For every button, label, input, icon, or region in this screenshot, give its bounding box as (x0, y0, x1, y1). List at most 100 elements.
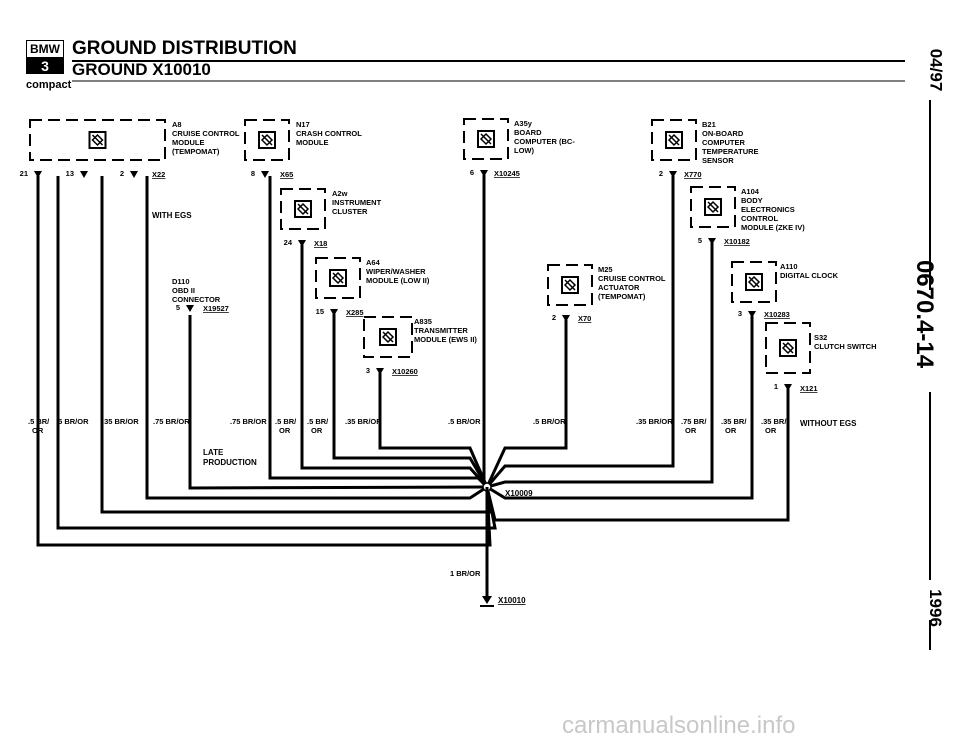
wire-label-line: OR (725, 426, 737, 435)
component-outline (363, 316, 413, 358)
module-icon-glyph (479, 132, 493, 146)
ground-wire-2 (56, 176, 497, 530)
connector-s32: X121 (800, 384, 818, 393)
pin-number: 21 (20, 169, 28, 178)
component-outline (547, 264, 593, 306)
note-with-egs: WITH EGS (152, 211, 192, 220)
module-icon-glyph (781, 341, 795, 355)
page-subtitle: GROUND X10010 (72, 60, 211, 79)
wire-label-line: OR (279, 426, 291, 435)
module-icon-glyph (747, 275, 761, 289)
ground-wire-5 (188, 315, 488, 490)
component-outline (280, 188, 326, 230)
connector-a64: X285 (346, 308, 364, 317)
pin-marker (298, 240, 306, 247)
splice-label: X10009 (505, 489, 533, 498)
component-label-line: (TEMPOMAT) (598, 292, 646, 301)
ground-wire-13 (486, 243, 714, 489)
component-label-line: CLUTCH SWITCH (814, 342, 877, 351)
ground-x10010: X10010 (480, 487, 526, 607)
connector-a110: X10283 (764, 310, 790, 319)
pin-number: 2 (552, 313, 556, 322)
component-outline (29, 119, 166, 161)
component-label-line: ELECTRONICS (741, 205, 795, 214)
wire-label-line: .5 BR/ (275, 417, 297, 426)
pin-marker (34, 171, 42, 178)
component-label-line: A64 (366, 258, 381, 267)
component-label-line: MODULE (296, 138, 329, 147)
model-label: compact (26, 79, 72, 91)
ground-wires (36, 175, 790, 547)
wire-label-line: .35 BR/ (761, 417, 787, 426)
wire-label-w7: .5 BR/OR (307, 417, 329, 435)
wire-label-line: .5 BR/ (307, 417, 329, 426)
pin-number: 13 (66, 169, 74, 178)
component-label-line: CONNECTOR (172, 295, 221, 304)
module-icon-glyph (381, 330, 395, 344)
component-outline (690, 186, 736, 228)
component-label-line: A35y (514, 119, 533, 128)
component-label-line: (TEMPOMAT) (172, 147, 220, 156)
wire-labels: .5 BR/OR.5 BR/OR.35 BR/OR.75 BR/OR.75 BR… (28, 417, 787, 578)
component-label-line: A104 (741, 187, 760, 196)
component-label-line: TEMPERATURE (702, 147, 759, 156)
wire-label-line: .5 BR/OR (533, 417, 566, 426)
wire-label-w15: 1 BR/OR (450, 569, 481, 578)
wire-label-line: OR (32, 426, 44, 435)
pin-marker (330, 309, 338, 316)
component-label-line: S32 (814, 333, 827, 342)
component-label-line: COMPUTER (702, 138, 746, 147)
module-icon-glyph (706, 200, 720, 214)
pin-marker (669, 171, 677, 178)
component-outline (651, 119, 697, 161)
wire-label-w4: .75 BR/OR (153, 417, 190, 426)
pin-number: 5 (176, 303, 180, 312)
component-label-line: MODULE (172, 138, 205, 147)
module-icon-glyph (296, 202, 310, 216)
ground-wire-11 (485, 320, 568, 488)
component-label-line: M25 (598, 265, 613, 274)
component-label-line: MODULE (EWS II) (414, 335, 477, 344)
component-label-line: MODULE (ZKE IV) (741, 223, 805, 232)
pin-marker (80, 171, 88, 178)
component-label-line: A8 (172, 120, 182, 129)
connector-a104: X10182 (724, 237, 750, 246)
wire-label-w5: .75 BR/OR (230, 417, 267, 426)
connector-b21: X770 (684, 170, 702, 179)
wire-label-line: .75 BR/OR (153, 417, 190, 426)
wire-label-line: .35 BR/ (721, 417, 747, 426)
pin-number: 1 (774, 382, 778, 391)
wire-label-line: .35 BR/OR (345, 417, 382, 426)
component-outline (244, 119, 290, 161)
pin-marker (376, 368, 384, 375)
component-label-line: OBD II (172, 286, 195, 295)
page-title: GROUND DISTRIBUTION (72, 38, 297, 59)
series-badge: 3 (26, 58, 64, 74)
component-label-line: TRANSMITTER (414, 326, 468, 335)
component-label-line: COMPUTER (BC- (514, 137, 575, 146)
wire-label-w13: .35 BR/OR (721, 417, 747, 435)
pin-marker (130, 171, 138, 178)
connector-a8: X22 (152, 170, 165, 179)
component-outline (315, 257, 361, 299)
component-label-line: A110 (780, 262, 798, 271)
wire-label-w8: .35 BR/OR (345, 417, 382, 426)
